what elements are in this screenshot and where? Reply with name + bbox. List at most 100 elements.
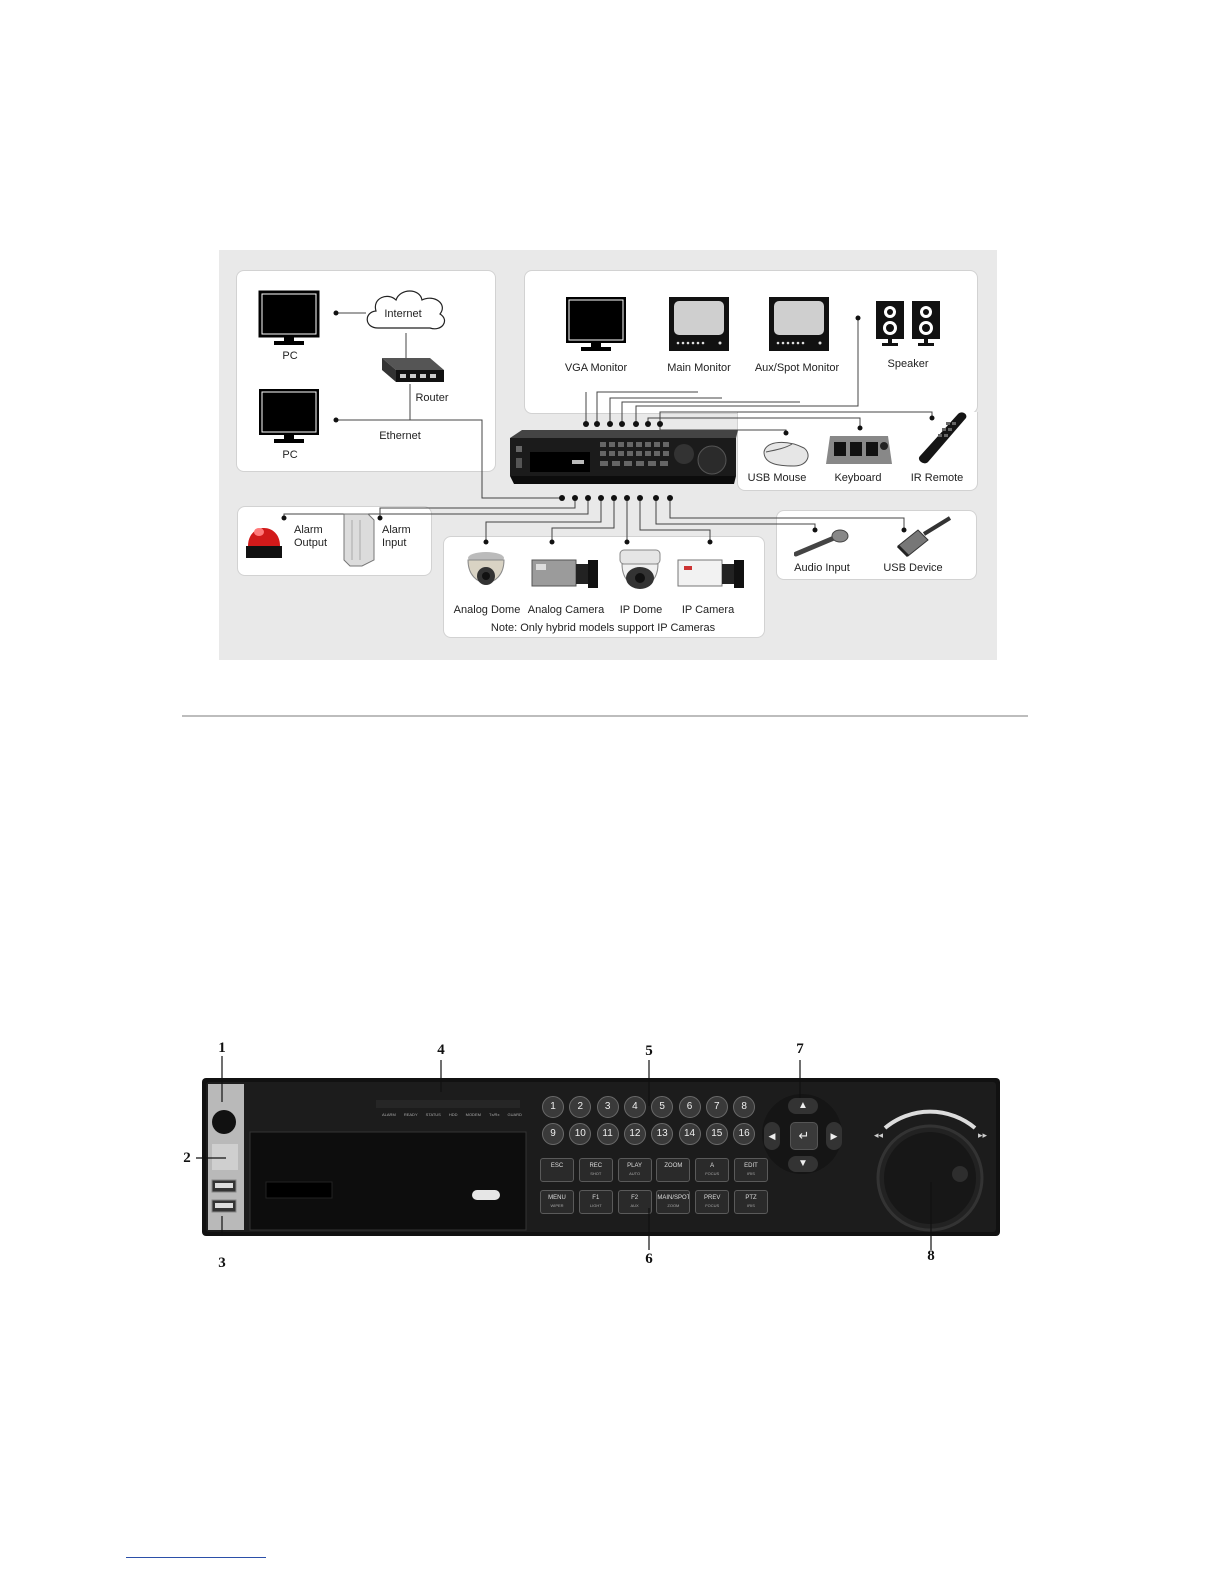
- analog-dome-icon: [467, 552, 505, 585]
- main-monitor-icon: [669, 297, 729, 351]
- function-key-sub-label: FOCUS: [705, 1171, 720, 1176]
- analog-camera-label: Analog Camera: [527, 604, 605, 616]
- number-key-7[interactable]: 7: [705, 1096, 728, 1118]
- function-key-prev[interactable]: PREV FOCUS: [695, 1190, 730, 1214]
- function-key-main-label: F1: [592, 1195, 600, 1201]
- indicator-alarm: ALARM: [382, 1112, 396, 1117]
- ip-camera-note: Note: Only hybrid models support IP Came…: [490, 622, 716, 634]
- microphone-icon: [794, 529, 849, 557]
- alarm-sensor-icon: [343, 513, 375, 567]
- main-monitor-label: Main Monitor: [667, 362, 731, 374]
- callout-8: 8: [927, 1248, 935, 1264]
- number-key-16[interactable]: 16: [733, 1123, 756, 1145]
- usb-mouse-icon: [763, 442, 809, 467]
- number-key-6[interactable]: 6: [678, 1096, 701, 1118]
- number-key-15[interactable]: 15: [705, 1123, 728, 1145]
- pc-monitor-icon: [258, 290, 320, 345]
- function-key-edit[interactable]: EDIT IRIS: [734, 1158, 768, 1182]
- pc-label: PC: [282, 350, 298, 362]
- function-key-main-label: PREV: [704, 1195, 721, 1201]
- speaker-label: Speaker: [887, 358, 929, 370]
- function-key-sub-label: IRIS: [747, 1171, 755, 1176]
- ip-camera-icon: [677, 559, 744, 588]
- internet-cloud-icon: [366, 290, 445, 330]
- function-key-zoom[interactable]: ZOOM: [656, 1158, 691, 1182]
- aux-monitor-label: Aux/Spot Monitor: [754, 362, 840, 374]
- function-key-main-label: A: [710, 1163, 715, 1169]
- function-key-main-label: MAIN/SPOT: [657, 1195, 690, 1201]
- analog-camera-icon: [531, 559, 598, 588]
- number-key-8[interactable]: 8: [733, 1096, 756, 1118]
- aux-monitor-icon: [769, 297, 829, 351]
- callout-6: 6: [645, 1251, 653, 1267]
- indicator-modem: MODEM: [465, 1112, 481, 1117]
- ip-dome-icon: [619, 549, 661, 589]
- function-key-main-label: ZOOM: [664, 1163, 683, 1169]
- function-key-esc[interactable]: ESC: [540, 1158, 574, 1182]
- function-key-main-label: F2: [631, 1195, 639, 1201]
- number-key-11[interactable]: 11: [596, 1123, 619, 1145]
- function-key-main-label: EDIT: [744, 1163, 758, 1169]
- audio-input-label: Audio Input: [794, 562, 850, 574]
- function-key-sub-label: ZOOM: [667, 1203, 680, 1208]
- function-key-main-label: ESC: [550, 1163, 564, 1169]
- pc-label: PC: [282, 449, 298, 461]
- ip-camera-label: IP Camera: [681, 604, 735, 616]
- ir-remote-icon: [918, 412, 967, 464]
- function-key-main-spot[interactable]: MAIN/SPOT ZOOM: [656, 1190, 691, 1214]
- alarm-light-icon: [246, 528, 282, 558]
- function-key-main-label: PLAY: [627, 1163, 643, 1169]
- function-key-rec[interactable]: REC SHOT: [578, 1158, 613, 1182]
- usb-plug-icon: [896, 516, 952, 558]
- function-key-main-label: MENU: [548, 1195, 566, 1201]
- indicator-status: STATUS: [425, 1112, 441, 1117]
- function-key-a[interactable]: A FOCUS: [695, 1158, 730, 1182]
- callout-1: 1: [218, 1040, 226, 1056]
- number-key-10[interactable]: 10: [569, 1123, 592, 1145]
- number-key-12[interactable]: 12: [623, 1123, 646, 1145]
- number-key-14[interactable]: 14: [678, 1123, 701, 1145]
- function-key-play[interactable]: PLAY AUTO: [617, 1158, 652, 1182]
- connection-lines: [281, 310, 935, 545]
- pc-monitor-icon: [259, 389, 319, 443]
- number-key-9[interactable]: 9: [542, 1123, 564, 1145]
- callout-2: 2: [183, 1150, 191, 1166]
- ir-remote-label: IR Remote: [910, 472, 964, 484]
- right-arrow-button[interactable]: ▶: [826, 1122, 842, 1150]
- function-key-sub-label: AUTO: [629, 1171, 641, 1176]
- keyboard-label: Keyboard: [834, 472, 882, 484]
- alarm-input-text: Alarm Input: [382, 524, 411, 549]
- up-arrow-button[interactable]: ▲: [788, 1098, 818, 1114]
- footnote-separator: [126, 1557, 266, 1558]
- usb-mouse-label: USB Mouse: [747, 472, 807, 484]
- speaker-icon: [876, 301, 940, 346]
- camera-panel: [443, 536, 765, 638]
- ip-dome-label: IP Dome: [619, 604, 663, 616]
- enter-button[interactable]: ↵: [790, 1122, 818, 1150]
- left-arrow-button[interactable]: ◀: [764, 1122, 780, 1150]
- function-key-sub-label: SHOT: [590, 1171, 602, 1176]
- callout-7: 7: [796, 1041, 804, 1057]
- indicator-ready: READY: [403, 1112, 418, 1117]
- function-key-sub-label: IRIS: [747, 1203, 755, 1208]
- number-key-2[interactable]: 2: [569, 1096, 592, 1118]
- number-key-3[interactable]: 3: [596, 1096, 619, 1118]
- svg-text:▸▸: ▸▸: [978, 1130, 988, 1140]
- number-key-5[interactable]: 5: [651, 1096, 674, 1118]
- function-key-main-label: PTZ: [745, 1195, 757, 1201]
- callout-5: 5: [645, 1043, 653, 1059]
- function-key-sub-label: FOCUS: [705, 1203, 720, 1208]
- number-key-4[interactable]: 4: [623, 1096, 646, 1118]
- usb-device-label: USB Device: [883, 562, 943, 574]
- direction-pad: ▲ ▼ ◀ ▶ ↵: [764, 1098, 842, 1174]
- function-key-ptz[interactable]: PTZ IRIS: [734, 1190, 768, 1214]
- number-key-1[interactable]: 1: [542, 1096, 564, 1118]
- number-key-13[interactable]: 13: [651, 1123, 674, 1145]
- down-arrow-button[interactable]: ▼: [788, 1156, 818, 1172]
- function-key-main-label: REC: [589, 1163, 603, 1169]
- analog-dome-label: Analog Dome: [453, 604, 521, 616]
- function-key-sub-label: AUX: [630, 1203, 639, 1208]
